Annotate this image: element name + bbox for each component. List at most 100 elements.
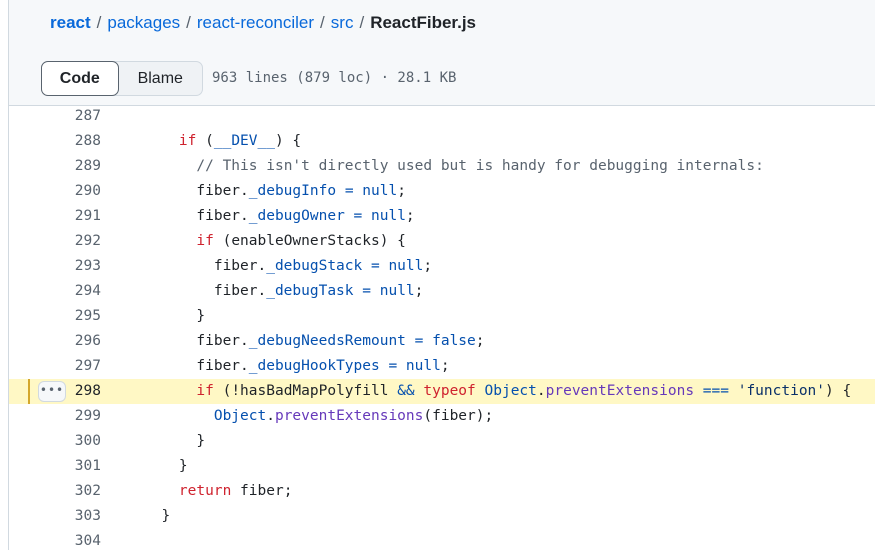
breadcrumb-separator: / bbox=[96, 13, 102, 32]
code-line[interactable]: 297 fiber._debugHookTypes = null; bbox=[9, 354, 875, 379]
code-line[interactable]: 292 if (enableOwnerStacks) { bbox=[9, 229, 875, 254]
code-line[interactable]: 301 } bbox=[9, 454, 875, 479]
code-line[interactable]: 304 bbox=[9, 529, 875, 554]
code-token: _debugStack bbox=[266, 258, 363, 274]
code-token: fiber. bbox=[144, 333, 249, 349]
code-token: preventExtensions bbox=[545, 383, 695, 399]
code-token: = bbox=[414, 333, 424, 349]
code-line[interactable]: 293 fiber._debugStack = null; bbox=[9, 254, 875, 279]
code-token: if bbox=[178, 133, 197, 149]
code-token bbox=[354, 283, 363, 299]
line-number[interactable]: 289 bbox=[74, 158, 101, 174]
line-number[interactable]: 304 bbox=[74, 533, 101, 549]
code-token: false bbox=[432, 333, 476, 349]
line-number[interactable]: 295 bbox=[74, 308, 101, 324]
line-code: fiber._debugStack = null; bbox=[144, 254, 432, 279]
code-token: (enableOwnerStacks) { bbox=[213, 233, 406, 249]
line-code: fiber._debugHookTypes = null; bbox=[144, 354, 450, 379]
line-code: if (!hasBadMapPolyfill && typeof Object.… bbox=[144, 379, 851, 404]
line-number[interactable]: 302 bbox=[74, 483, 101, 499]
code-token bbox=[406, 333, 415, 349]
line-number[interactable]: 290 bbox=[74, 183, 101, 199]
code-token: fiber; bbox=[231, 483, 293, 499]
breadcrumb-src-link[interactable]: src bbox=[330, 13, 354, 32]
breadcrumb-repo-link[interactable]: react bbox=[50, 13, 91, 32]
line-number[interactable]: 296 bbox=[74, 333, 101, 349]
code-token: 'function' bbox=[737, 383, 826, 399]
code-token: typeof bbox=[423, 383, 476, 399]
line-code: } bbox=[144, 454, 188, 479]
line-number[interactable]: 301 bbox=[74, 458, 101, 474]
line-number[interactable]: 294 bbox=[74, 283, 101, 299]
breadcrumb-packages-link[interactable]: packages bbox=[107, 13, 181, 32]
code-tab-button[interactable]: Code bbox=[41, 61, 119, 96]
code-token bbox=[362, 258, 371, 274]
code-line[interactable]: 290 fiber._debugInfo = null; bbox=[9, 179, 875, 204]
code-line[interactable]: 291 fiber._debugOwner = null; bbox=[9, 204, 875, 229]
code-token: preventExtensions bbox=[274, 408, 424, 424]
code-token bbox=[336, 183, 345, 199]
code-token: ) { bbox=[274, 133, 302, 149]
code-line-highlighted[interactable]: ••• 298 if (!hasBadMapPolyfill && typeof … bbox=[9, 379, 875, 404]
code-line[interactable]: 287 bbox=[9, 104, 875, 129]
line-options-button[interactable]: ••• bbox=[38, 381, 66, 402]
line-number[interactable]: 303 bbox=[74, 508, 101, 524]
code-token bbox=[476, 383, 485, 399]
code-token: Object bbox=[484, 383, 537, 399]
code-token: ; bbox=[440, 358, 450, 374]
code-line[interactable]: 300 } bbox=[9, 429, 875, 454]
code-line[interactable]: 299 Object.preventExtensions(fiber); bbox=[9, 404, 875, 429]
code-token: (fiber); bbox=[423, 408, 494, 424]
code-token: . bbox=[266, 408, 275, 424]
breadcrumb: react/packages/react-reconciler/src/Reac… bbox=[50, 12, 476, 34]
code-token: ( bbox=[196, 133, 214, 149]
code-token: ; bbox=[423, 258, 433, 274]
code-token: if bbox=[196, 383, 214, 399]
code-token bbox=[144, 408, 214, 424]
code-token: if bbox=[196, 233, 214, 249]
line-code: if (__DEV__) { bbox=[144, 129, 301, 154]
breadcrumb-react-reconciler-link[interactable]: react-reconciler bbox=[196, 13, 315, 32]
code-token: _debugTask bbox=[266, 283, 354, 299]
code-line[interactable]: 288 if (__DEV__) { bbox=[9, 129, 875, 154]
code-line[interactable]: 302 return fiber; bbox=[9, 479, 875, 504]
code-token: return bbox=[178, 483, 232, 499]
code-token: } bbox=[144, 458, 188, 474]
line-number[interactable]: 300 bbox=[74, 433, 101, 449]
code-token bbox=[354, 183, 363, 199]
code-token: (!hasBadMapPolyfill bbox=[213, 383, 398, 399]
code-token: _debugInfo bbox=[248, 183, 337, 199]
code-line[interactable]: 303 } bbox=[9, 504, 875, 529]
code-token: null bbox=[371, 208, 406, 224]
code-line[interactable]: 289 // This isn't directly used but is h… bbox=[9, 154, 875, 179]
code-line[interactable]: 294 fiber._debugTask = null; bbox=[9, 279, 875, 304]
code-token: = bbox=[344, 183, 354, 199]
code-token: null bbox=[405, 358, 441, 374]
code-token bbox=[371, 283, 380, 299]
line-number[interactable]: 292 bbox=[74, 233, 101, 249]
line-number[interactable]: 293 bbox=[74, 258, 101, 274]
code-token: fiber. bbox=[144, 183, 249, 199]
blame-tab-button[interactable]: Blame bbox=[137, 69, 183, 87]
line-code: fiber._debugTask = null; bbox=[144, 279, 424, 304]
line-number[interactable]: 291 bbox=[74, 208, 101, 224]
code-token: ; bbox=[397, 183, 406, 199]
line-code: Object.preventExtensions(fiber); bbox=[144, 404, 493, 429]
line-number[interactable]: 298 bbox=[74, 383, 101, 399]
code-token: null bbox=[388, 258, 424, 274]
code-token: fiber. bbox=[144, 283, 267, 299]
code-token: ; bbox=[414, 283, 424, 299]
line-number[interactable]: 299 bbox=[74, 408, 101, 424]
code-lines: 287 288 if (__DEV__) {289 // This isn't d… bbox=[9, 104, 875, 554]
code-token bbox=[397, 358, 406, 374]
line-number[interactable]: 297 bbox=[74, 358, 101, 374]
breadcrumb-separator: / bbox=[359, 13, 365, 32]
line-code: fiber._debugInfo = null; bbox=[144, 179, 406, 204]
breadcrumb-separator: / bbox=[320, 13, 325, 32]
line-number[interactable]: 287 bbox=[74, 108, 101, 124]
code-token: } bbox=[144, 508, 171, 524]
code-line[interactable]: 295 } bbox=[9, 304, 875, 329]
code-token: = bbox=[362, 283, 371, 299]
code-line[interactable]: 296 fiber._debugNeedsRemount = false; bbox=[9, 329, 875, 354]
line-number[interactable]: 288 bbox=[74, 133, 101, 149]
